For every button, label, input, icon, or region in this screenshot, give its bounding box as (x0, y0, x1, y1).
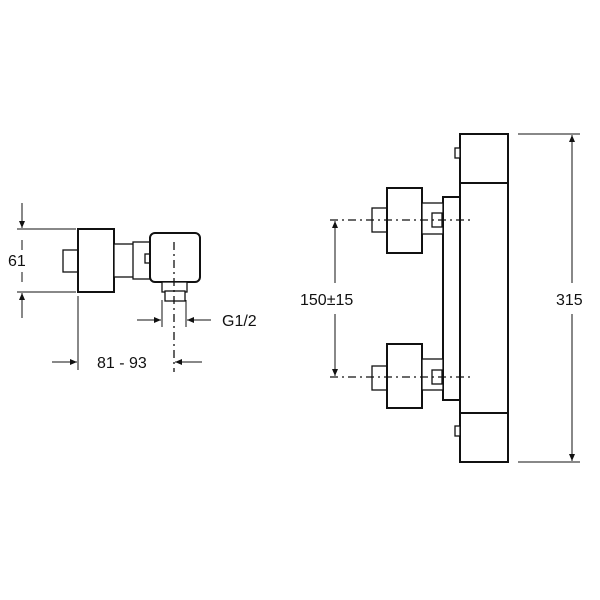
total-height-label: 315 (556, 292, 583, 309)
height-dimension-label: 61 (8, 253, 26, 270)
body-tab-top (454, 147, 461, 159)
side-connector (113, 243, 135, 278)
side-spindle (62, 249, 79, 273)
body-tab-bottom (454, 425, 461, 437)
center-distance-label: 150±15 (300, 292, 353, 309)
depth-dimension-label: 81 - 93 (97, 355, 147, 372)
connection-dimension-label: G1/2 (222, 313, 257, 330)
side-body (149, 232, 201, 283)
backplate (442, 196, 461, 401)
front-view: 150±15 315 (300, 133, 583, 463)
side-view: 61 G1/2 81 - 93 (8, 203, 257, 372)
side-handle (77, 228, 115, 293)
side-fitting-nut (164, 290, 186, 302)
lower-inlet (371, 343, 444, 409)
